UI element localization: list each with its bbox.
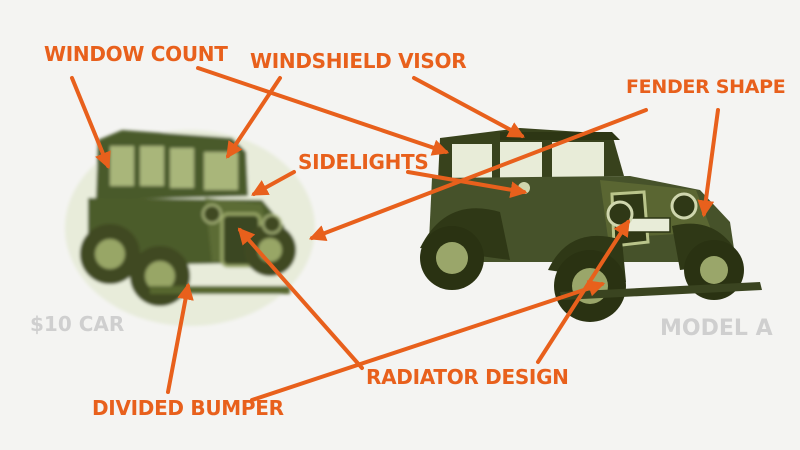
label-windshield-visor: WINDSHIELD VISOR [250,49,467,73]
arrow-window-count-left [70,76,111,170]
label-window-count: WINDOW COUNT [44,42,228,66]
arrow-fender-right [697,108,720,218]
arrow-radiator-left [237,227,364,370]
arrow-sidelights-left [251,170,296,196]
label-divided-bumper: DIVIDED BUMPER [92,396,284,420]
caption-left-car: $10 CAR [30,312,125,336]
arrow-bumper-right [250,280,606,402]
label-sidelights: SIDELIGHTS [298,150,429,174]
arrow-bumper-left [166,282,194,394]
model-a-car-illustration [420,128,762,322]
caption-right-car: MODEL A [660,316,773,341]
arrow-window-count-right [196,66,450,156]
label-radiator-design: RADIATOR DESIGN [366,365,569,389]
arrow-sidelights-right [406,170,528,198]
arrow-visor-right [412,76,525,138]
arrow-fender-left [308,108,648,242]
callout-arrows [70,66,720,402]
label-fender-shape: FENDER SHAPE [626,76,786,98]
arrow-visor-left [226,76,282,159]
stamp-car-illustration [65,130,315,326]
